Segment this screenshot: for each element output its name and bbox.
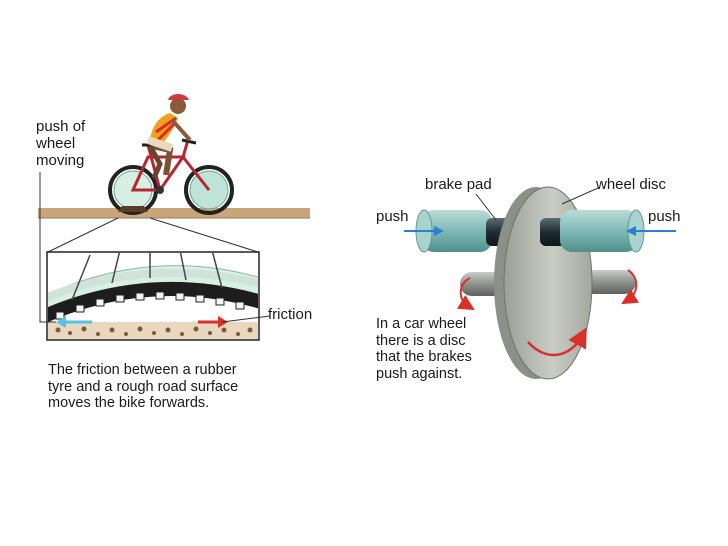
- left-brake-cylinder: [422, 210, 492, 252]
- right-brake-pad: [540, 218, 566, 246]
- label-brake-pad: brake pad: [425, 176, 492, 193]
- label-push-of-wheel-moving: push of wheel moving: [36, 118, 86, 169]
- ground-strip: [38, 208, 310, 218]
- caption-car-wheel-disc: In a car wheel there is a disc that the …: [376, 316, 472, 382]
- rotation-arrow-left: [457, 277, 475, 311]
- bicycle-illustration: [108, 138, 234, 215]
- label-wheel-disc: wheel disc: [596, 176, 667, 193]
- label-push-right: push: [648, 208, 681, 225]
- caption-bike-friction: The friction between a rubber tyre and a…: [48, 362, 239, 411]
- bike-friction-figure: [38, 94, 310, 341]
- rotation-arrow-disc: [527, 327, 587, 357]
- rotation-arrow-right: [621, 269, 639, 305]
- right-brake-cylinder: [560, 210, 638, 252]
- tyre-closeup: [46, 251, 260, 341]
- brake-disc-assembly: [404, 186, 676, 380]
- label-push-left: push: [376, 208, 409, 225]
- label-friction: friction: [268, 306, 313, 323]
- zoom-lines: [47, 217, 259, 253]
- cyclist-illustration: [146, 94, 192, 179]
